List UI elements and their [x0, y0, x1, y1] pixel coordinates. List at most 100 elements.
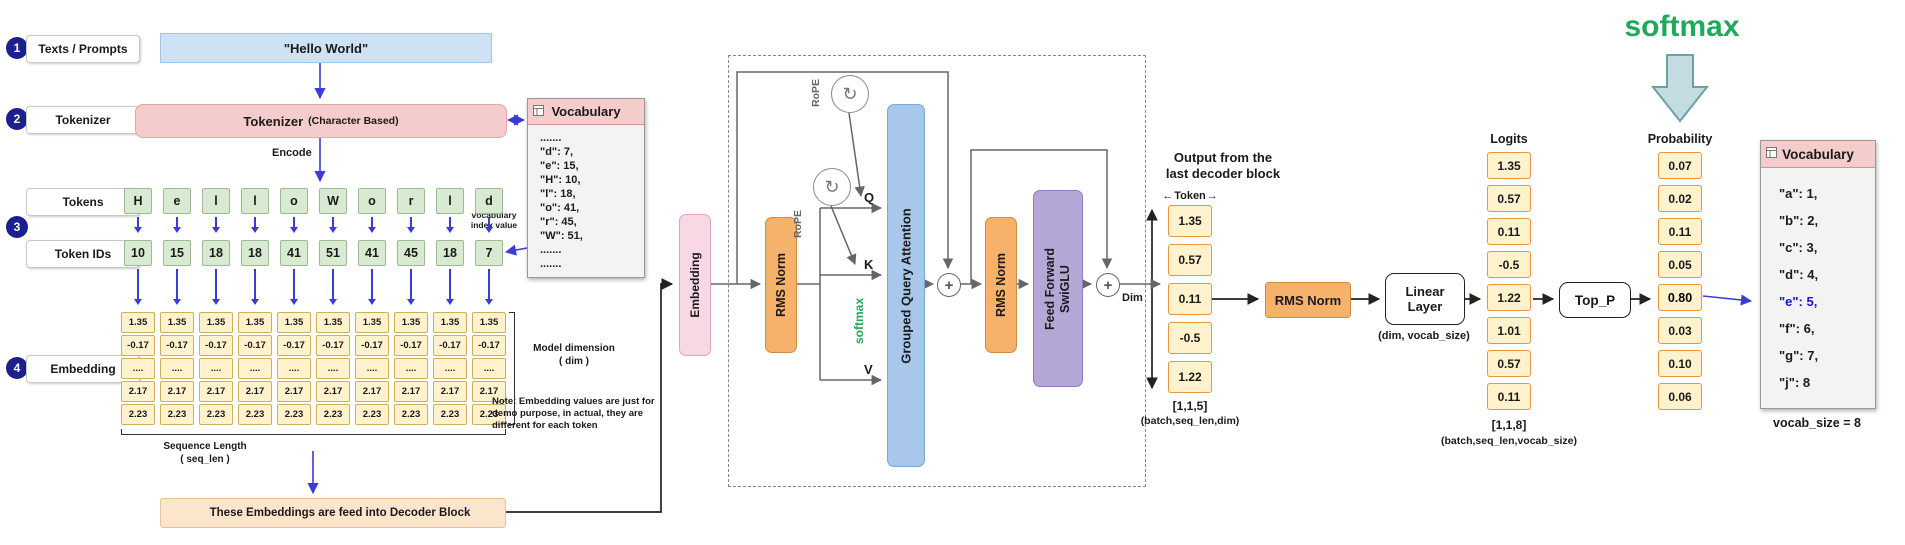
vocabulary-entry: ....... — [540, 258, 562, 270]
hidden-value-cell: 0.11 — [1168, 283, 1212, 315]
embedding-cell: 2.23 — [121, 404, 155, 425]
hidden-value-cell: 1.35 — [1168, 205, 1212, 237]
probability-cell: 0.05 — [1658, 251, 1702, 278]
embedding-cell: 2.17 — [121, 381, 155, 402]
model-dim-line1: Model dimension — [533, 343, 615, 354]
prompt-box: "Hello World" — [160, 33, 492, 63]
vocabulary-panel-header: Vocabulary — [1761, 141, 1875, 168]
embedding-cell: .... — [199, 358, 233, 379]
embedding-layer-label: Embedding — [688, 252, 702, 318]
embedding-cell: 2.17 — [238, 381, 272, 402]
top-p-box: Top_P — [1559, 282, 1631, 318]
rotate-icon: ↻ — [842, 83, 858, 104]
logit-cell: 0.11 — [1487, 218, 1531, 245]
embedding-cell: .... — [316, 358, 350, 379]
texts-prompts-label: Texts / Prompts — [26, 35, 140, 63]
hidden-value-cell: -0.5 — [1168, 322, 1212, 354]
value-label: V — [864, 362, 873, 377]
vocabulary-icon — [533, 105, 544, 116]
model-dim-bracket — [509, 312, 515, 425]
embedding-note-text: Embedding values are just for demo purpo… — [492, 396, 655, 431]
rms-norm-1-label: RMS Norm — [774, 253, 788, 317]
vocabulary-entry: "b": 2, — [1779, 213, 1819, 228]
down-arrow-icon — [436, 217, 464, 237]
seq-len-bracket — [121, 429, 506, 435]
hidden-value-cell: 0.57 — [1168, 244, 1212, 276]
down-arrow-icon — [436, 269, 464, 309]
embedding-cell: 2.23 — [394, 404, 428, 425]
query-label: Q — [864, 190, 875, 205]
tokenizer-box-subtitle: (Character Based) — [308, 115, 399, 127]
vocabulary-entry: "e": 15, — [540, 160, 579, 172]
probability-cell: 0.10 — [1658, 350, 1702, 377]
final-rms-norm: RMS Norm — [1265, 282, 1351, 318]
model-dim-line2: ( dim ) — [559, 356, 589, 367]
rms-norm-2: RMS Norm — [985, 217, 1017, 353]
token-ids-label: Token IDs — [26, 240, 140, 268]
decoder-output-caption: Output from the last decoder block — [1148, 150, 1298, 182]
linear-layer-line2: Layer — [1407, 299, 1443, 314]
embedding-cell: .... — [277, 358, 311, 379]
embedding-cell: .... — [394, 358, 428, 379]
probability-cell: 0.06 — [1658, 383, 1702, 410]
down-arrow-icon — [124, 269, 152, 309]
vocab-index-annotation: vocabulary index value — [470, 210, 518, 230]
probability-cell: 0.02 — [1658, 185, 1702, 212]
token-cell: r — [397, 188, 425, 214]
token-to-id-arrows — [124, 217, 503, 237]
logits-label: Logits — [1490, 132, 1528, 146]
embedding-cell: 2.17 — [277, 381, 311, 402]
embedding-cell: -0.17 — [472, 335, 506, 356]
embedding-cell: -0.17 — [394, 335, 428, 356]
token-cell: l — [202, 188, 230, 214]
vocabulary-entry: "d": 7, — [540, 146, 574, 158]
seq-len-label: Sequence Length ( seq_len ) — [150, 440, 260, 466]
embedding-cell: 2.23 — [472, 404, 506, 425]
id-to-embedding-arrows — [124, 269, 503, 309]
logit-cell: -0.5 — [1487, 251, 1531, 278]
embedding-cell: 2.17 — [433, 381, 467, 402]
logit-cell: 1.35 — [1487, 152, 1531, 179]
embedding-cell: 1.35 — [355, 312, 389, 333]
embedding-cell: 1.35 — [472, 312, 506, 333]
token-id-cell: 18 — [436, 240, 464, 266]
logit-cell: 0.57 — [1487, 350, 1531, 377]
down-arrow-icon — [202, 217, 230, 237]
linear-layer: Linear Layer — [1385, 273, 1465, 325]
feed-forward-line1: Feed Forward — [1043, 247, 1057, 330]
softmax-big-arrow-icon — [1650, 54, 1710, 123]
embedding-cell: 1.35 — [277, 312, 311, 333]
embedding-cell: .... — [121, 358, 155, 379]
down-arrow-icon — [163, 217, 191, 237]
embedding-cell: 1.35 — [199, 312, 233, 333]
probability-label: Probability — [1647, 132, 1713, 146]
probability-cell: 0.11 — [1658, 218, 1702, 245]
embedding-cell: 2.23 — [355, 404, 389, 425]
token-cell: l — [241, 188, 269, 214]
vocabulary-entries: "a": 1,"b": 2,"c": 3,"d": 4,"e": 5,"f": … — [1761, 168, 1875, 408]
token-id-cell: 18 — [202, 240, 230, 266]
logits-shape: [1,1,8] — [1491, 418, 1527, 432]
add-icon: + — [937, 273, 961, 297]
vocabulary-panel-right: Vocabulary "a": 1,"b": 2,"c": 3,"d": 4,"… — [1760, 140, 1876, 409]
logit-cell: 0.57 — [1487, 185, 1531, 212]
decoder-output-caption-line2: last decoder block — [1165, 166, 1281, 181]
vocab-size-note: vocab_size = 8 — [1773, 416, 1861, 430]
down-arrow-icon — [358, 269, 386, 309]
embedding-cell: -0.17 — [433, 335, 467, 356]
decoder-block-outline — [728, 55, 1146, 487]
embedding-cell: 2.23 — [238, 404, 272, 425]
embedding-note: Note: Embedding values are just for demo… — [492, 396, 660, 432]
embedding-cell: 2.23 — [433, 404, 467, 425]
